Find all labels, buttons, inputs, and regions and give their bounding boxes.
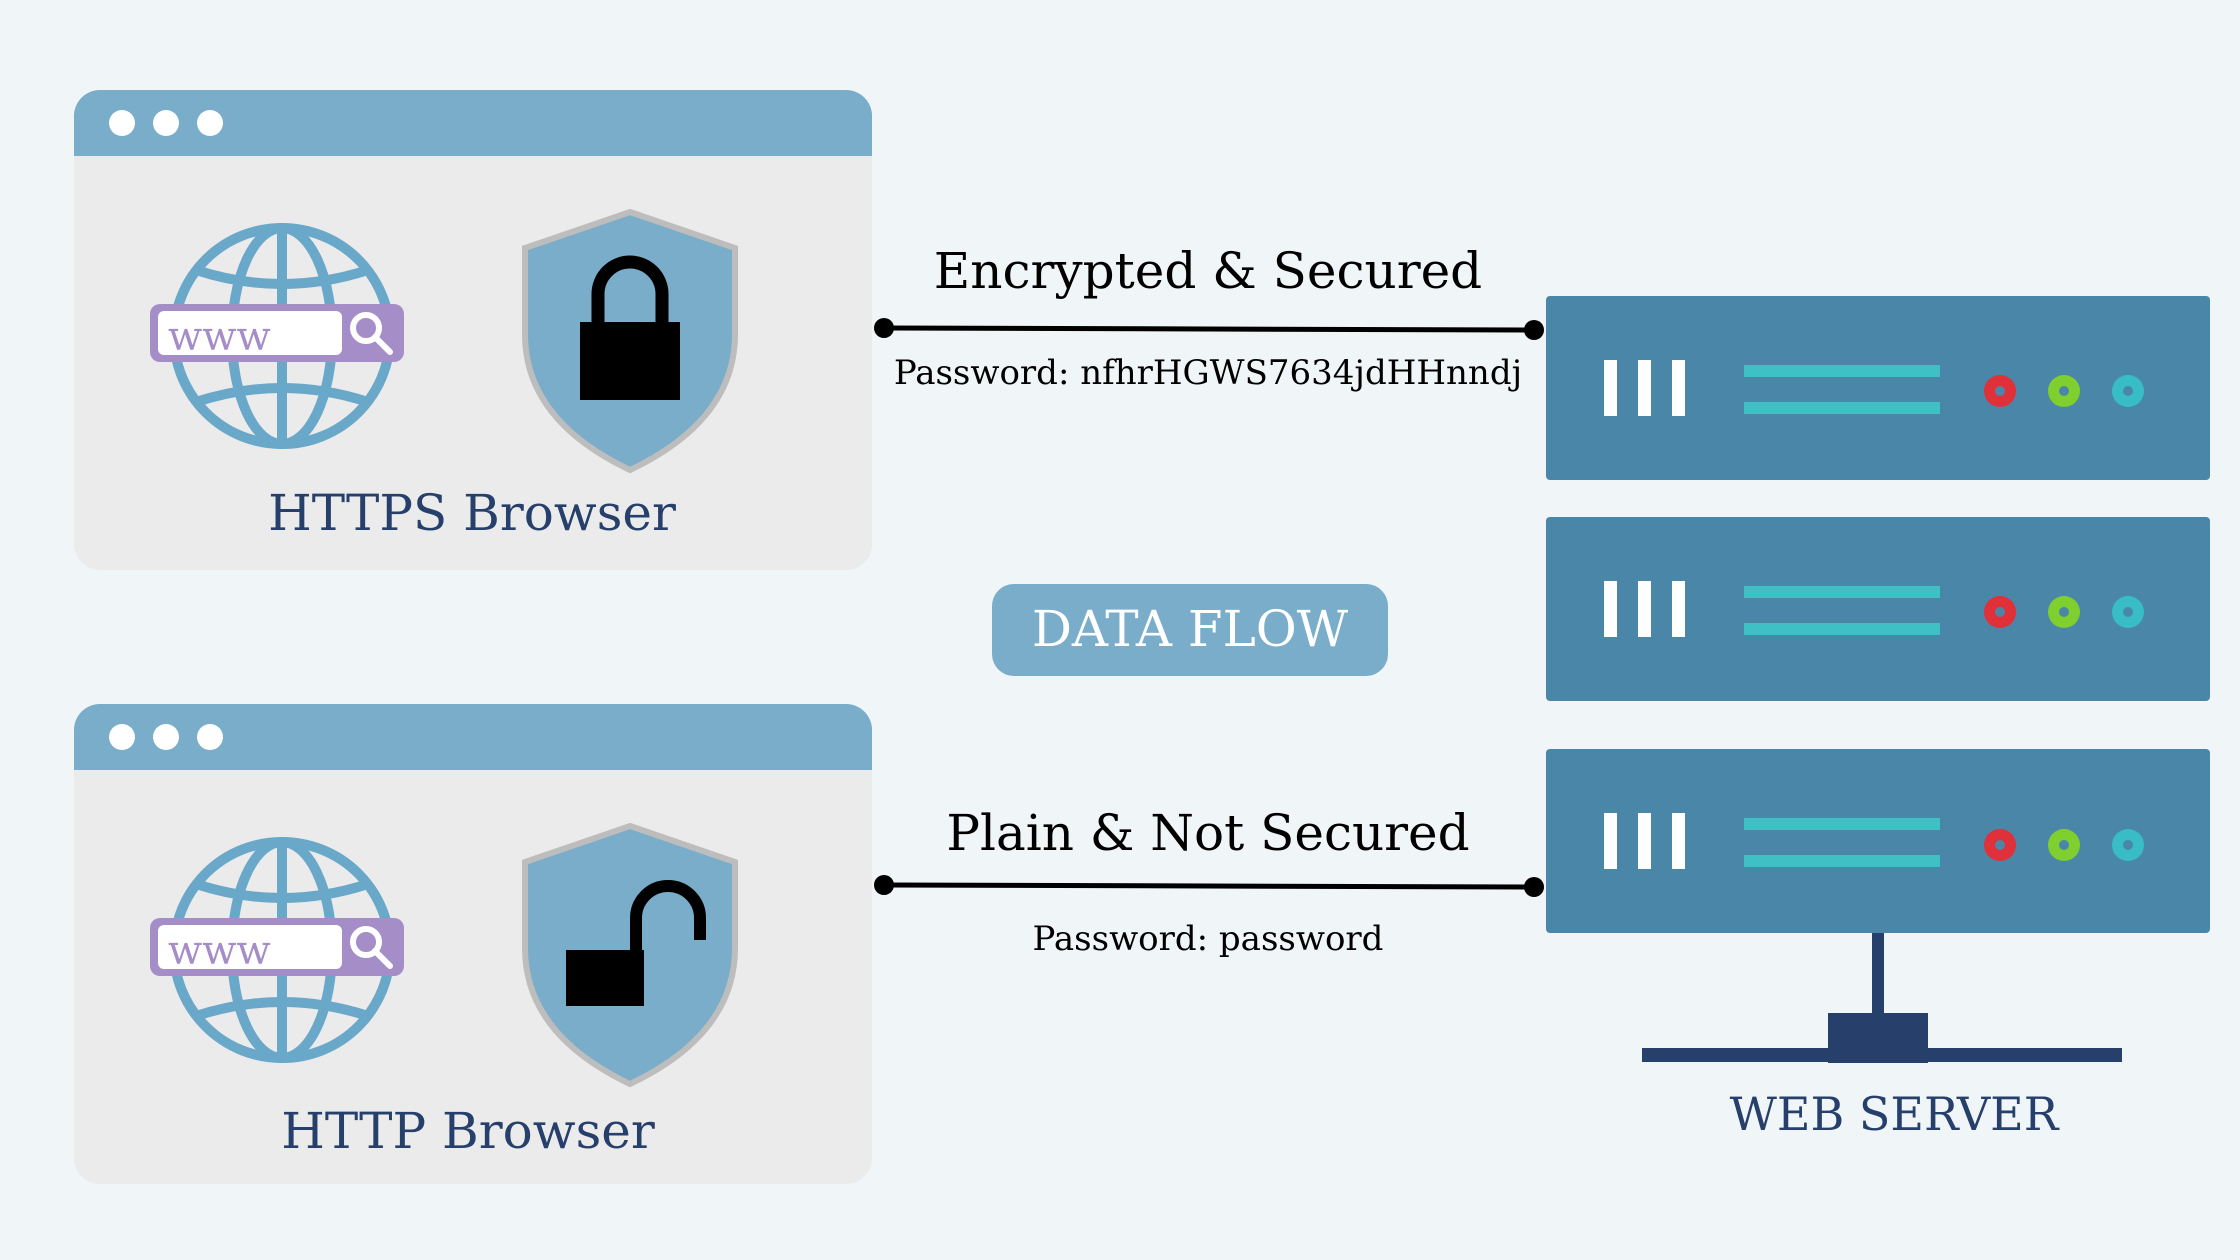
magnifier-icon [350,926,393,969]
window-body [74,704,872,1184]
window-dot-icon [153,110,179,136]
window-dot-icon [109,724,135,750]
lock-body [566,950,644,1006]
server-unit [1546,749,2210,933]
secure-password-text: Password: nfhrHGWS7634jdHHnndj [894,353,1522,393]
url-text: www [168,928,271,974]
window-title-bar [74,704,872,770]
web-server: WEB SERVER [1546,296,2210,1141]
network-stand-icon [1642,933,2122,1063]
secure-connection: Encrypted & Secured Password: nfhrHGWS76… [874,242,1544,393]
url-bar-icon: www [150,304,404,362]
connection-endpoint [1524,320,1544,340]
server-unit [1546,517,2210,701]
window-dot-icon [153,724,179,750]
plain-connection-heading: Plain & Not Secured [946,804,1469,862]
magnifier-icon [350,312,393,355]
connection-endpoint [874,875,894,895]
window-dot-icon [109,110,135,136]
window-dot-icon [197,724,223,750]
connection-line [883,882,1535,890]
shield-closed-lock-icon [522,208,738,474]
https-browser-label: HTTPS Browser [268,484,676,542]
window-title-bar [74,90,872,156]
url-bar-icon: www [150,918,404,976]
connection-endpoint [1524,877,1544,897]
http-browser-window: www HTTP Browser [74,704,872,1184]
plain-connection: Plain & Not Secured Password: password [874,804,1544,959]
connection-endpoint [874,318,894,338]
data-flow-label: DATA FLOW [1032,600,1349,658]
http-browser-label: HTTP Browser [281,1102,655,1160]
connection-line [883,325,1535,333]
window-dot-icon [197,110,223,136]
secure-connection-heading: Encrypted & Secured [934,242,1482,300]
shield-open-lock-icon [522,822,738,1088]
https-browser-window: www HTTPS Browser [74,90,872,570]
web-server-label: WEB SERVER [1730,1087,2060,1141]
lock-body [580,322,680,400]
url-text: www [168,314,271,360]
plain-password-text: Password: password [1033,919,1384,959]
server-unit [1546,296,2210,480]
data-flow-badge: DATA FLOW [992,584,1388,676]
window-body [74,90,872,570]
